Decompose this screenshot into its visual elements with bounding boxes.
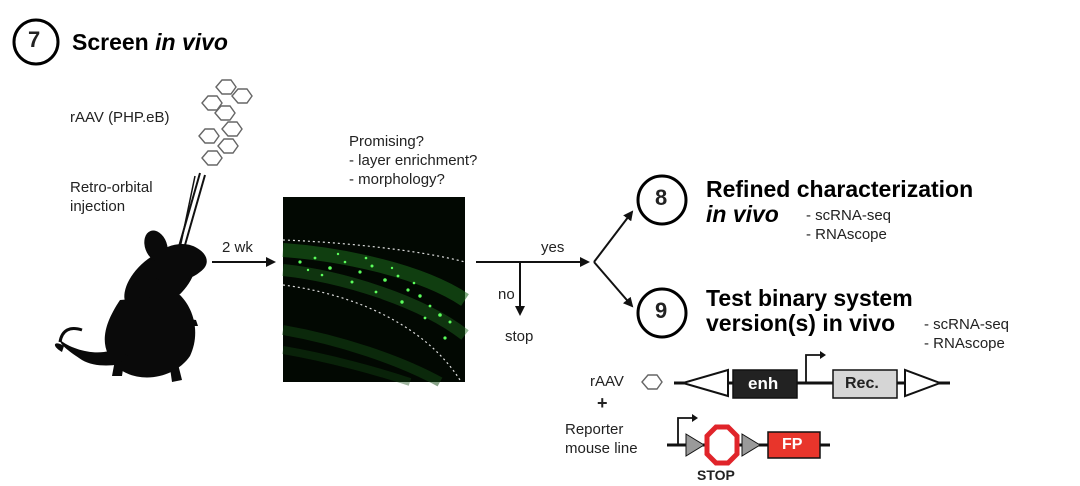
itr-right-shape [904,368,943,398]
stop-sign-icon [704,424,740,466]
virus-particle-icon [641,374,663,390]
itr-left-shape [679,368,729,398]
promoter-arrow-icon [820,351,826,359]
step-8-title-line1: Refined characterization [706,176,974,202]
enh-label: enh [748,374,779,393]
stop-cassette-label: STOP [697,467,735,483]
reporter-label-line2: mouse line [565,440,638,457]
injection-label-line2: injection [70,198,126,215]
wait-label: 2 wk [222,239,253,256]
plus-sign: + [597,393,608,413]
yes-label: yes [541,239,565,256]
step-9-number: 9 [655,298,668,323]
no-label: no [498,286,515,303]
step-8-number: 8 [655,185,668,210]
step-7-title-text: Screen [72,29,156,55]
step-7-title: Screen in vivo [72,29,228,55]
step-8-circle [636,174,688,226]
step-7-number: 7 [28,27,41,52]
brain-micrograph-image [282,197,469,387]
step-9-method-2: - RNAscope [924,335,1005,352]
step-7-title-italic: in vivo [155,29,228,55]
fp-label: FP [782,436,803,453]
rec-box [832,369,898,399]
arrow-to-step-8 [593,210,634,263]
step-8-method-1: - scRNA-seq [806,207,892,224]
lox-site-right [741,433,761,457]
step-9-method-1: - scRNA-seq [924,316,1010,333]
lox-site-left [685,433,705,457]
screen-question-1: Promising? [349,133,425,150]
construct-raav-label: rAAV [590,373,624,390]
step-8-method-2: - RNAscope [806,226,887,243]
step-8-title-line2: in vivo [706,201,779,227]
raav-construct [641,351,950,399]
step-9-title-line2: version(s) in vivo [706,310,896,336]
enh-box [732,369,798,399]
syringe-icon [177,172,206,253]
injection-label-line1: Retro-orbital [70,179,153,196]
fp-box [767,431,821,459]
mouse-icon [54,230,207,382]
arrow-to-step-9 [593,261,634,308]
screen-question-3: - morphology? [349,171,445,188]
mouse-tail [58,327,83,343]
step-9-title-line1: Test binary system [706,285,913,311]
rec-label: Rec. [845,375,879,392]
promoter-arrow-icon [692,414,698,422]
step-9-circle [636,287,688,339]
reporter-label-line1: Reporter [565,421,624,438]
raav-label: rAAV (PHP.eB) [70,109,170,126]
stop-label: stop [505,328,534,345]
reporter-construct [667,414,830,466]
virus-particles-icon [198,79,253,166]
screen-question-2: - layer enrichment? [349,152,478,169]
step-7-circle [12,18,60,66]
